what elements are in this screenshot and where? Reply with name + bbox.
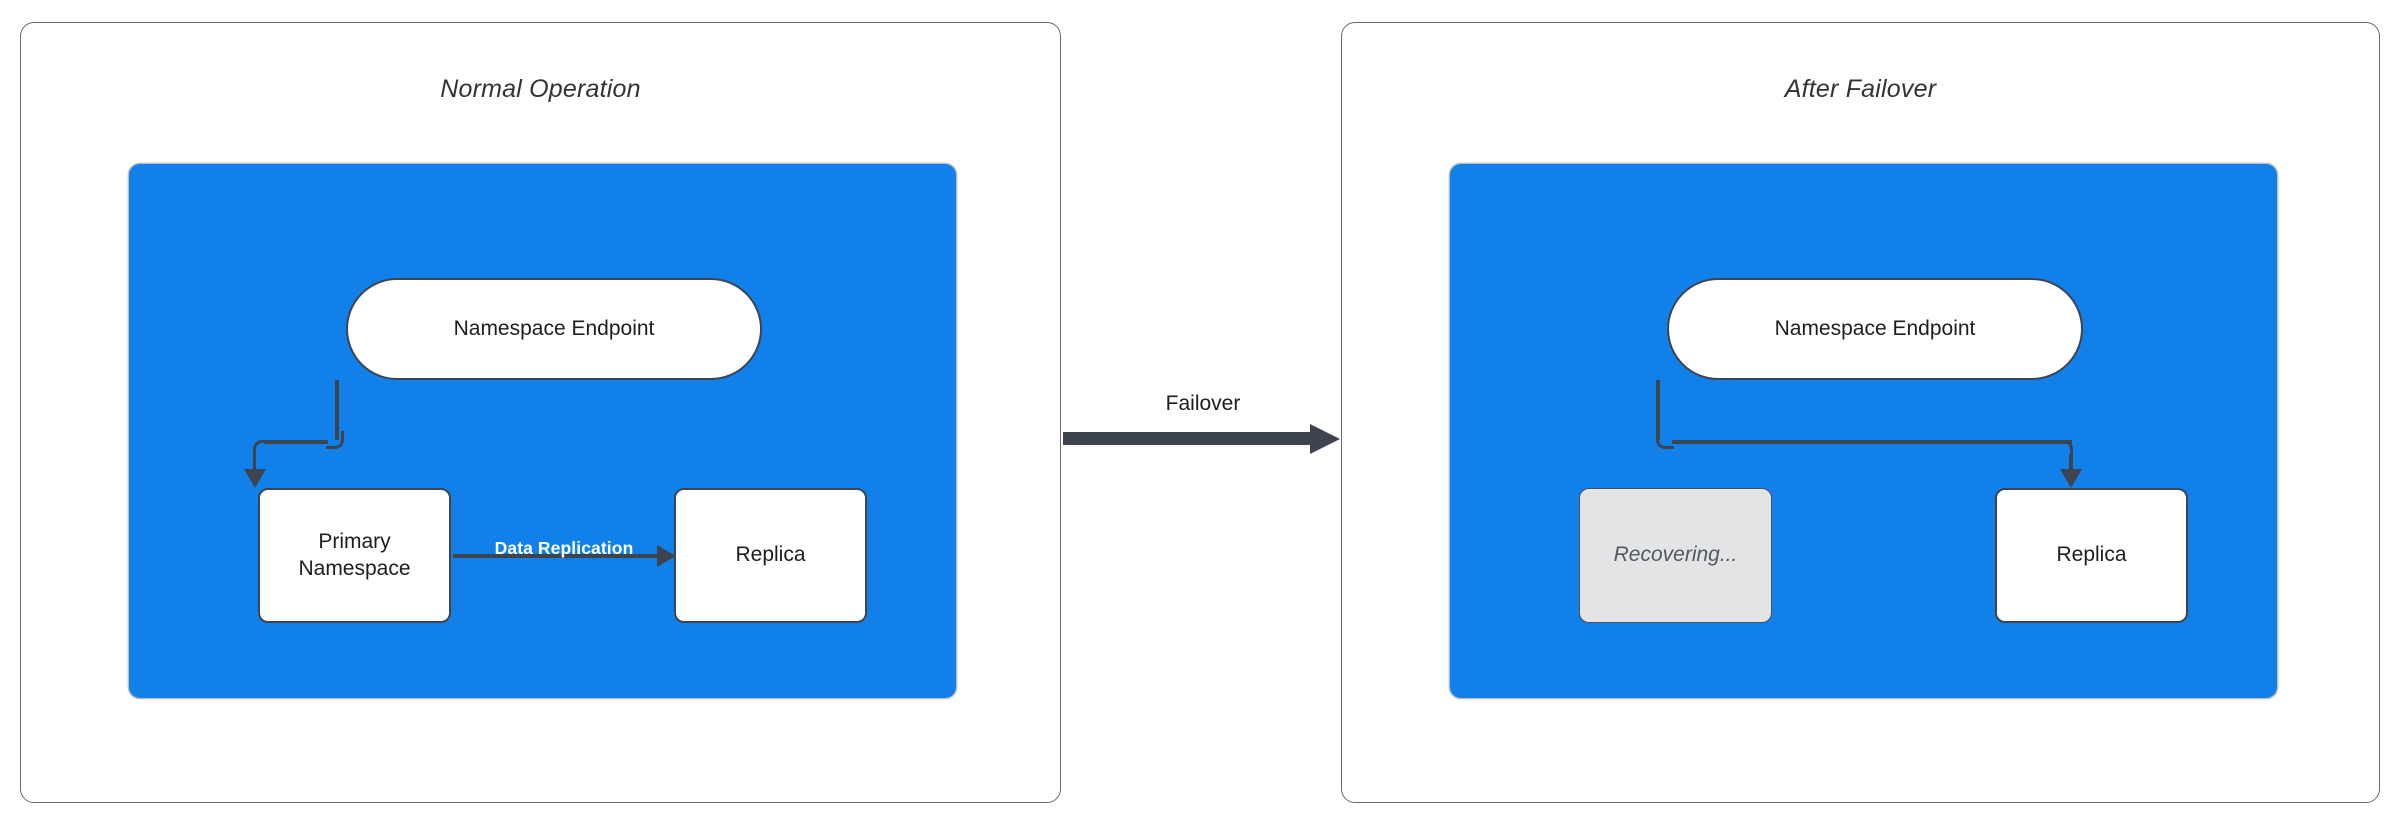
connector-endpoint-to-primary-segment-down — [335, 380, 339, 440]
arrowhead-into-primary — [243, 469, 266, 488]
arrowhead-into-replica — [657, 545, 676, 567]
node-primary-namespace[interactable]: Primary Namespace — [258, 488, 451, 623]
transition-label-failover: Failover — [1165, 392, 1241, 415]
connector-corner-top-left — [253, 440, 271, 459]
connector-endpoint-to-replica-segment-down — [1656, 380, 1660, 440]
node-namespace-endpoint[interactable]: Namespace Endpoint — [346, 278, 762, 380]
panel-title-normal-operation: Normal Operation — [440, 75, 641, 103]
node-recovering[interactable]: Recovering... — [1579, 488, 1772, 623]
panel-title-after-failover: After Failover — [1784, 75, 1937, 103]
edge-label-data-replication: Data Replication — [494, 538, 634, 558]
panel-after-failover: After Failover Namespace Endpoint Recove… — [1341, 22, 2380, 803]
arrowhead-into-replica-failover — [2060, 469, 2082, 488]
connector-endpoint-to-primary-segment-drop — [253, 454, 257, 474]
connector-endpoint-to-replica-segment-drop — [2069, 454, 2073, 474]
connector-endpoint-to-replica-segment-right — [1672, 440, 2072, 444]
blue-container-normal-operation: Namespace Endpoint Primary Namespace Rep… — [129, 164, 956, 698]
edge-data-replication-line — [453, 554, 675, 558]
node-replica[interactable]: Replica — [1995, 488, 2188, 623]
node-namespace-endpoint[interactable]: Namespace Endpoint — [1667, 278, 2083, 380]
connector-corner-top-right — [2055, 440, 2073, 459]
node-replica[interactable]: Replica — [674, 488, 867, 623]
transition-arrow-head-icon — [1310, 424, 1340, 454]
connector-endpoint-to-primary-segment-left — [264, 440, 328, 444]
connector-corner-left-bottom — [1656, 431, 1675, 449]
panel-normal-operation: Normal Operation Namespace Endpoint Prim… — [20, 22, 1061, 803]
transition-arrow-shaft — [1063, 432, 1313, 445]
connector-corner-right-bottom — [326, 431, 344, 449]
blue-container-after-failover: Namespace Endpoint Recovering... Replica — [1450, 164, 2277, 698]
